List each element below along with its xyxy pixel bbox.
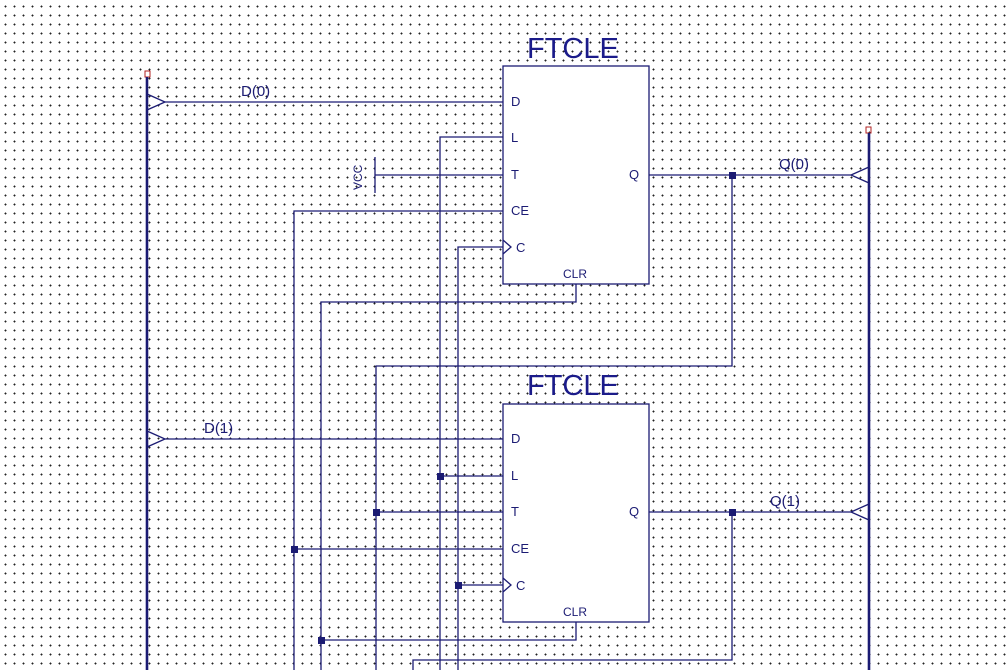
net-label-q1: Q(1) [770, 493, 800, 510]
pin-label-l: L [511, 468, 518, 483]
input-bus-end-marker [144, 70, 151, 78]
wire-clr-2[interactable] [321, 622, 577, 641]
pin-label-d: D [511, 94, 520, 109]
junction-load [437, 473, 444, 480]
clock-triangle-icon [502, 239, 512, 255]
pin-label-ce: CE [511, 541, 529, 556]
pin-label-c: C [516, 240, 525, 255]
wire-q1-feedback[interactable] [412, 512, 733, 670]
component-title: FTCLE [527, 370, 619, 402]
pin-label-q: Q [629, 504, 639, 519]
ftcle-component-1[interactable]: FTCLE D L T CE C Q CLR [502, 33, 650, 285]
wire-clr[interactable] [320, 284, 577, 670]
bus-tap-q0[interactable] [849, 166, 870, 184]
component-title: FTCLE [527, 33, 619, 65]
junction-t1 [373, 509, 380, 516]
pin-label-clr: CLR [563, 605, 587, 619]
clock-triangle-icon [502, 577, 512, 593]
pin-label-d: D [511, 431, 520, 446]
wire-clk[interactable] [457, 246, 503, 670]
junction-q1 [729, 509, 736, 516]
pin-label-t: T [511, 167, 519, 182]
pin-label-clr: CLR [563, 267, 587, 281]
net-label-q0: Q(0) [779, 156, 809, 173]
junction-clk [455, 582, 462, 589]
ftcle-component-2[interactable]: FTCLE D L T CE C Q CLR [502, 370, 650, 623]
junction-q0 [729, 172, 736, 179]
net-label-d0: D(0) [241, 83, 270, 100]
vcc-label: VCC [351, 164, 365, 190]
wire-ce[interactable] [293, 210, 503, 670]
output-bus-end-marker [865, 126, 872, 134]
pin-label-t: T [511, 504, 519, 519]
junction-ce [291, 546, 298, 553]
pin-label-ce: CE [511, 203, 529, 218]
junction-clr [318, 637, 325, 644]
pin-label-c: C [516, 578, 525, 593]
pin-label-l: L [511, 130, 518, 145]
net-label-d1: D(1) [204, 420, 233, 437]
bus-tap-q1[interactable] [849, 503, 870, 521]
pin-label-q: Q [629, 167, 639, 182]
wire-q0-feedback[interactable] [375, 175, 733, 670]
bus-tap-d0[interactable] [146, 93, 167, 111]
component-body[interactable] [502, 403, 650, 623]
output-bus[interactable] [865, 126, 872, 670]
input-bus[interactable] [144, 70, 151, 670]
bus-tap-d1[interactable] [146, 430, 167, 448]
wire-load[interactable] [439, 136, 503, 670]
component-body[interactable] [502, 65, 650, 285]
